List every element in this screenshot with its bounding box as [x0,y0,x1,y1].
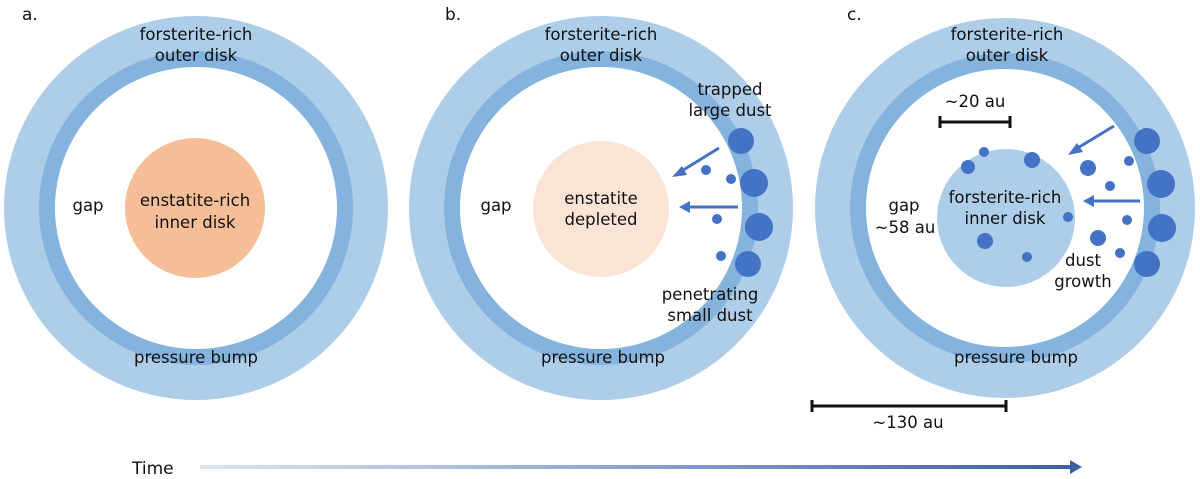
inner-disk-label-line2: inner disk [155,213,236,232]
large-dust-grain [1134,251,1160,277]
time-arrow-shaft [200,465,1072,469]
trapped-dust-label-line1: trapped [698,80,763,99]
gap-label: gap [72,196,103,215]
small-dust-label-line2: small dust [667,306,753,325]
scale-bar-outer [810,400,1008,412]
arrow-head-icon [1068,143,1083,155]
large-dust-grain [745,213,773,241]
arrow-head-icon [679,201,690,213]
small-dust-grain [1063,212,1073,222]
inner-disk-label-line1: forsterite-rich [949,188,1062,207]
panel-c: c. [810,5,1195,432]
inner-disk-label-line1: enstatite [564,189,637,208]
small-dust-grain [979,147,989,157]
gap-dust [1080,156,1134,258]
inner-disk [533,141,669,277]
inner-disk [937,149,1075,287]
inner-disk-label-line1: enstatite-rich [140,191,250,210]
small-dust-grain [1124,156,1134,166]
panel-letter: a. [22,5,38,25]
large-dust-grain [1090,230,1106,246]
pressure-bump-label: pressure bump [954,348,1078,367]
arrow-head-icon [672,166,687,177]
small-dust-grain [701,165,711,175]
panel-letter: c. [847,5,862,25]
trapped-large-dust [1134,128,1176,277]
time-label: Time [131,459,174,479]
small-dust-grain [712,214,722,224]
inner-disk-label-line2: depleted [565,210,638,229]
scale-outer-label: ~130 au [872,413,943,432]
scale-bar-inner [938,116,1012,128]
large-dust-grain [961,160,975,174]
dust-growth-label-line1: dust [1065,251,1102,270]
gap-label-line2: ~58 au [875,218,936,237]
inflow-arrows [672,146,738,213]
small-dust-grain [1105,181,1115,191]
outer-disk-label-line1: forsterite-rich [545,25,658,44]
trapped-large-dust [728,128,773,277]
penetrating-small-dust [701,165,736,261]
outer-disk-label-line1: forsterite-rich [951,25,1064,44]
arrow-icon [1075,124,1115,151]
panel-letter: b. [445,5,461,25]
outer-disk-label-line2: outer disk [966,46,1049,65]
inner-disk-label-line2: inner disk [965,209,1046,228]
dust-growth-label-line2: growth [1054,272,1111,291]
small-dust-grain [716,251,726,261]
gap-label: gap [480,196,511,215]
inner-disk [125,138,265,278]
small-dust-grain [726,174,736,184]
outer-disk-label-line2: outer disk [560,46,643,65]
panel-a: a. forsterite-rich outer disk gap enstat… [4,5,388,400]
outer-disk-label-line1: forsterite-rich [140,25,253,44]
large-dust-grain [740,169,768,197]
large-dust-grain [977,233,993,249]
inner-disk-dust [961,147,1073,262]
outer-disk-label-line2: outer disk [155,46,238,65]
scale-inner-label: ~20 au [945,92,1006,111]
large-dust-grain [735,251,761,277]
inflow-arrows [1068,124,1140,207]
arrow-head-icon [1083,195,1094,207]
small-dust-grain [1115,248,1125,258]
small-dust-grain [1022,252,1032,262]
large-dust-grain [1024,152,1040,168]
large-dust-grain [728,128,754,154]
arrow-icon [679,146,720,174]
small-dust-grain [1122,215,1132,225]
timeline: Time [131,459,1082,479]
large-dust-grain [1147,170,1175,198]
large-dust-grain [1080,160,1096,176]
large-dust-grain [1148,214,1176,242]
pressure-bump-label: pressure bump [134,348,258,367]
trapped-dust-label-line2: large dust [688,101,772,120]
time-arrow-head-icon [1070,460,1082,474]
pressure-bump-label: pressure bump [541,348,665,367]
gap-label-line1: gap [888,196,919,215]
small-dust-label-line1: penetrating [662,285,759,304]
panel-b: b. forsterite-rich outer disk gap enstat… [409,5,793,400]
large-dust-grain [1134,128,1160,154]
